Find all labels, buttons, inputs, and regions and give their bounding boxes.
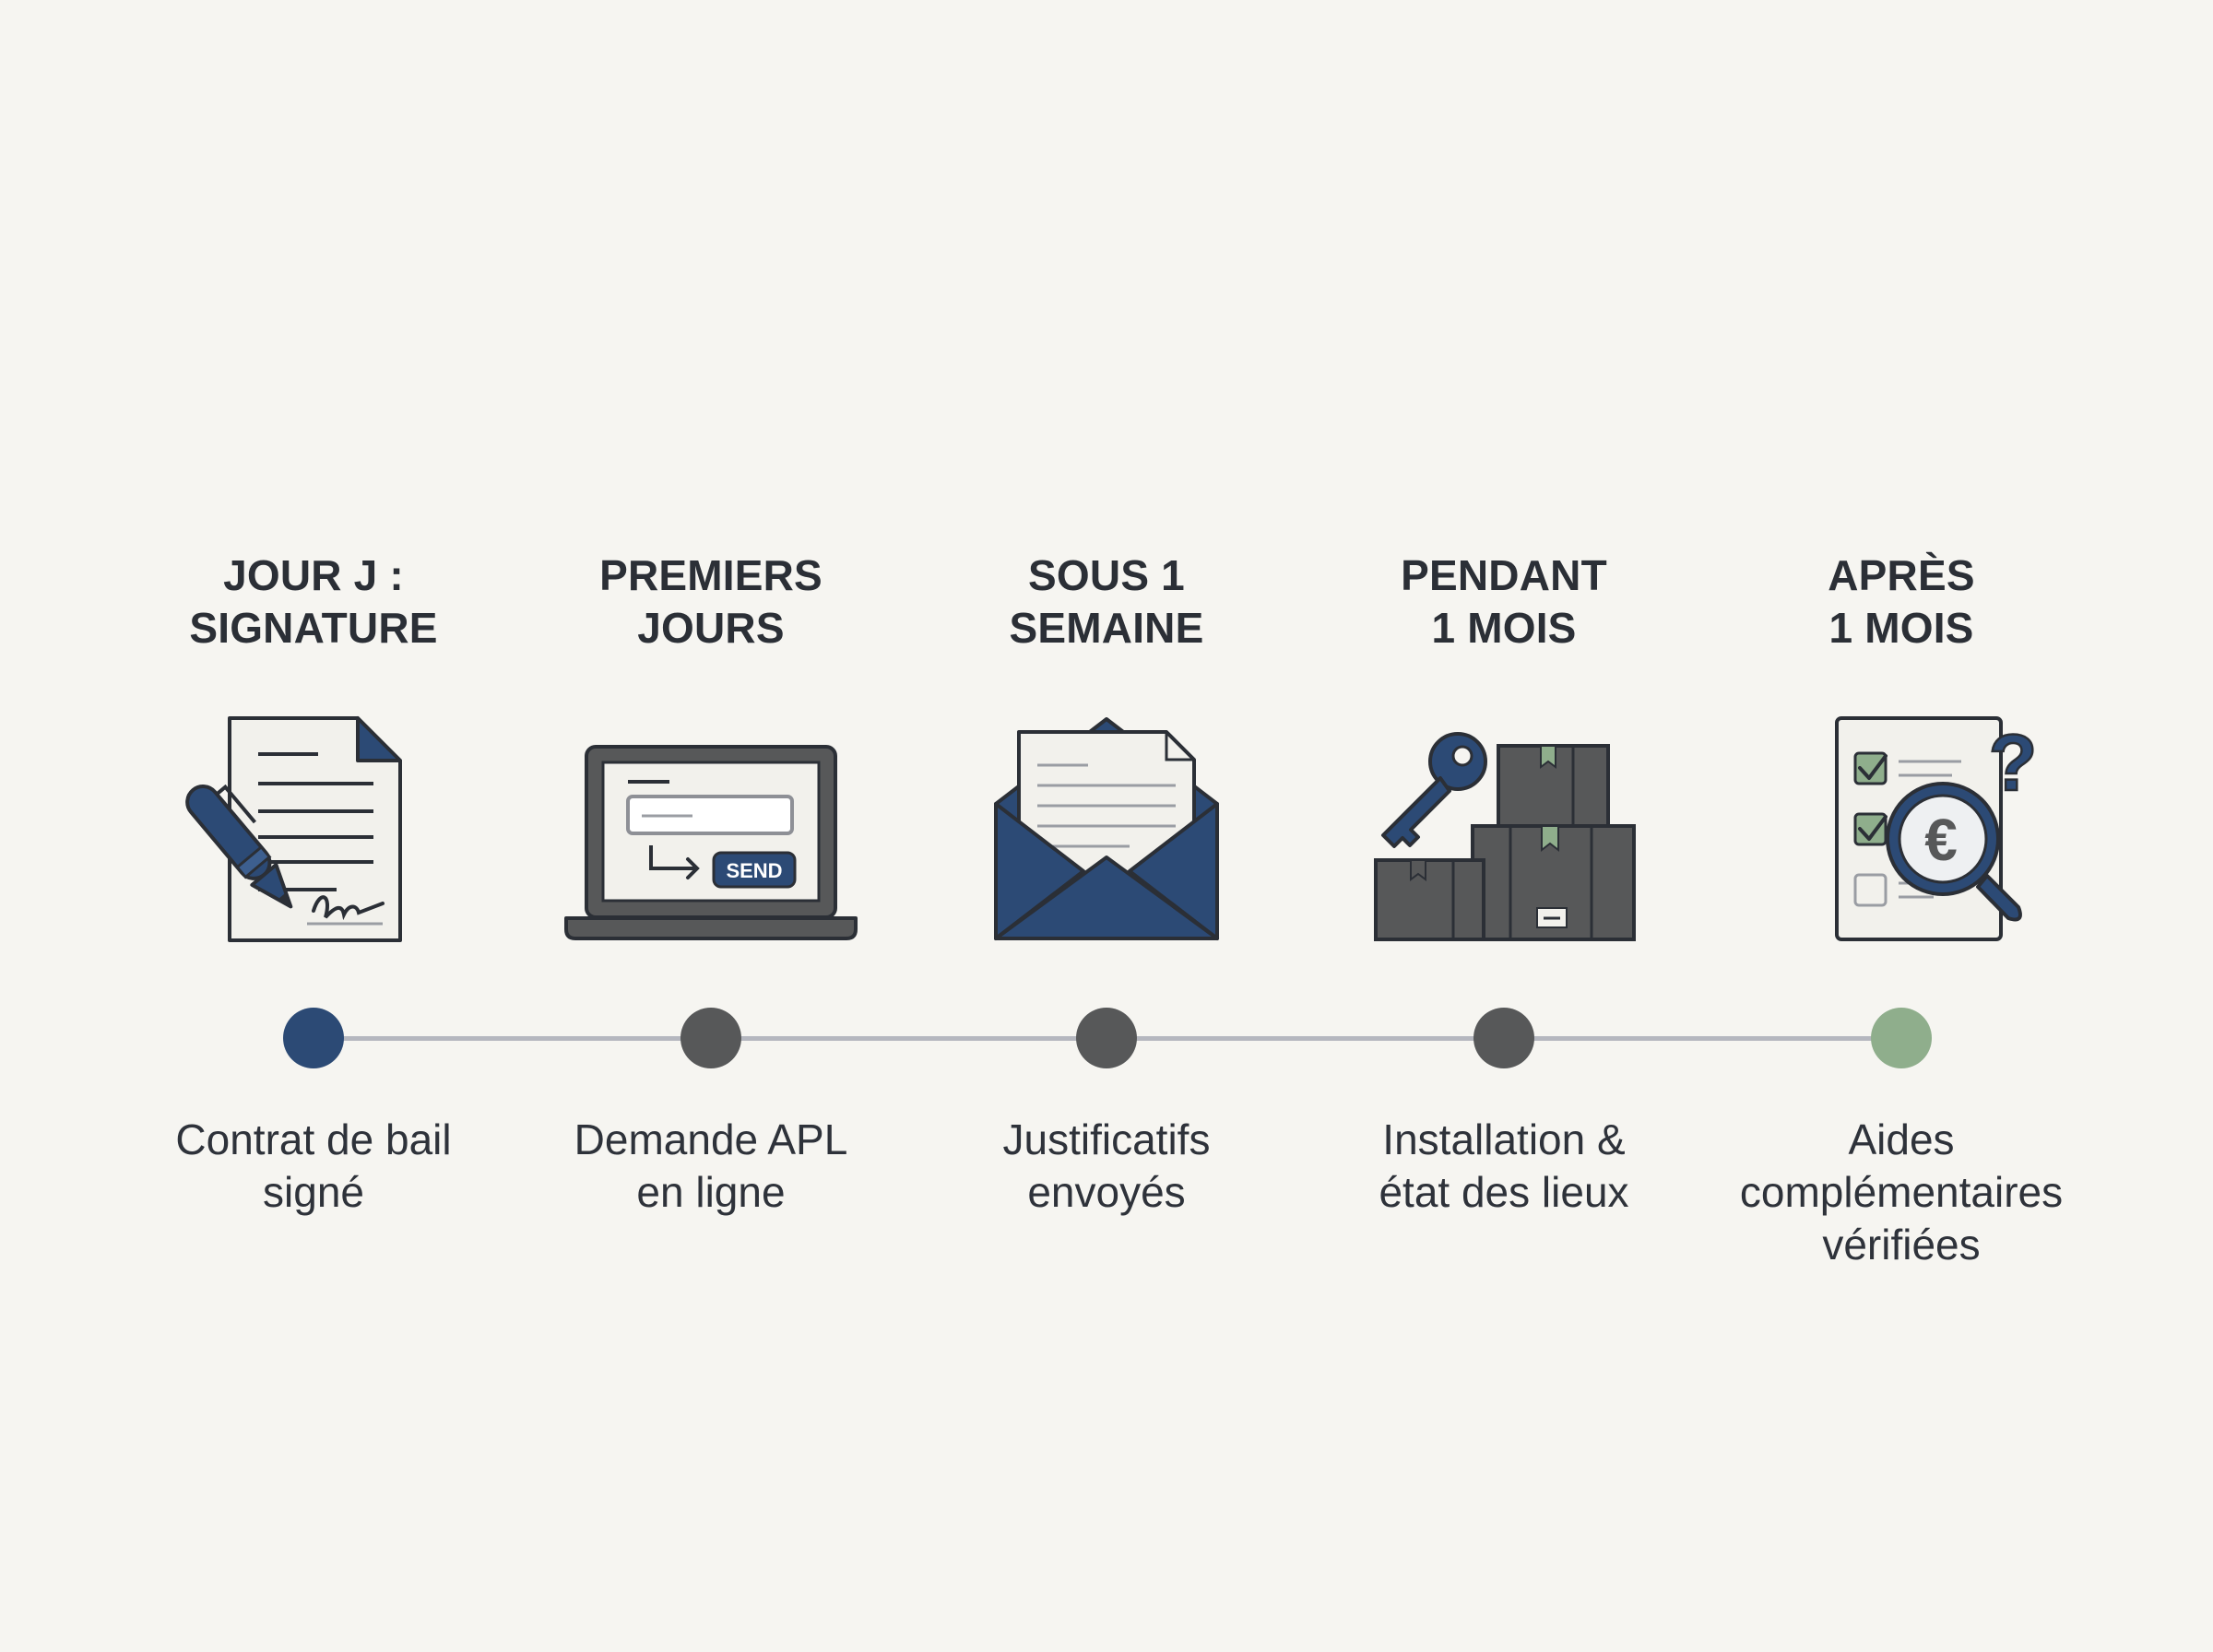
- step-title: SOUS 1 SEMAINE: [908, 549, 1305, 655]
- step-title-line: 1 MOIS: [1828, 604, 1974, 652]
- step-first-days: PREMIERS JOURS SEND Demande APL en ligne: [513, 0, 909, 1652]
- step-title-line: JOUR J :: [223, 551, 404, 599]
- key-boxes-icon: [1352, 710, 1656, 950]
- step-title-line: 1 MOIS: [1431, 604, 1577, 652]
- step-desc-line: vérifiées: [1822, 1221, 1981, 1268]
- step-title-line: JOURS: [637, 604, 785, 652]
- step-during-month: PENDANT 1 MOIS Inst: [1306, 0, 1702, 1652]
- step-desc-line: Aides: [1848, 1115, 1955, 1163]
- step-title: PREMIERS JOURS: [513, 549, 909, 655]
- step-signature: JOUR J : SIGNATURE: [115, 0, 512, 1652]
- step-description: Justificatifs envoyés: [908, 1114, 1305, 1219]
- step-title-line: SEMAINE: [1009, 604, 1204, 652]
- step-title-line: PENDANT: [1401, 551, 1607, 599]
- step-description: Aides complémentaires vérifiées: [1703, 1114, 2100, 1271]
- step-description: Installation & état des lieux: [1306, 1114, 1702, 1219]
- step-title: APRÈS 1 MOIS: [1703, 549, 2100, 655]
- step-desc-line: complémentaires: [1739, 1168, 2064, 1216]
- step-one-week: SOUS 1 SEMAINE Justificatifs envoyés: [908, 0, 1305, 1652]
- envelope-document-icon: [954, 710, 1259, 950]
- step-title: PENDANT 1 MOIS: [1306, 549, 1702, 655]
- step-title: JOUR J : SIGNATURE: [115, 549, 512, 655]
- step-desc-line: Installation &: [1382, 1115, 1626, 1163]
- checklist-euro-magnifier-icon: € ?: [1749, 710, 2053, 950]
- step-after-month: APRÈS 1 MOIS € ?: [1703, 0, 2100, 1652]
- step-title-line: PREMIERS: [599, 551, 822, 599]
- step-desc-line: Contrat de bail: [175, 1115, 452, 1163]
- euro-symbol: €: [1924, 807, 1958, 873]
- step-desc-line: signé: [263, 1168, 364, 1216]
- step-desc-line: Demande APL: [574, 1115, 848, 1163]
- step-desc-line: envoyés: [1027, 1168, 1186, 1216]
- step-desc-line: en ligne: [636, 1168, 786, 1216]
- step-description: Demande APL en ligne: [513, 1114, 909, 1219]
- step-desc-line: Justificatifs: [1002, 1115, 1211, 1163]
- question-mark-icon: ?: [1989, 719, 2038, 808]
- send-button-label: SEND: [726, 859, 782, 882]
- laptop-form-icon: SEND: [559, 710, 863, 950]
- step-title-line: SOUS 1: [1028, 551, 1185, 599]
- step-description: Contrat de bail signé: [115, 1114, 512, 1219]
- step-desc-line: état des lieux: [1379, 1168, 1629, 1216]
- signed-contract-icon: [161, 710, 466, 950]
- step-title-line: APRÈS: [1828, 551, 1975, 599]
- step-title-line: SIGNATURE: [189, 604, 438, 652]
